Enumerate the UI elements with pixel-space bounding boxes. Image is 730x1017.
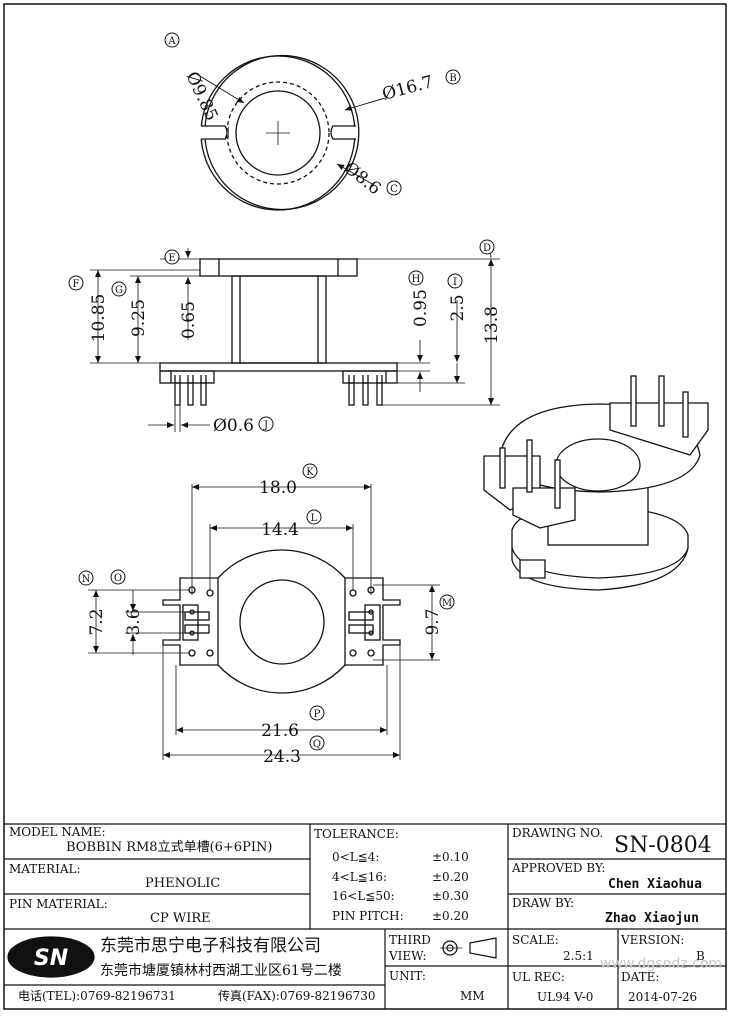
tolerance-range-3: 16<L≦50: — [332, 889, 395, 903]
date-label: DATE: — [621, 970, 659, 984]
draw-by: Zhao Xiaojun — [605, 911, 699, 926]
tolerance-range-1: 0<L≦4: — [332, 850, 379, 864]
drawing-no: SN-0804 — [614, 833, 712, 858]
sheet-border — [3, 3, 727, 1010]
tolerance-range-4: PIN PITCH: — [332, 909, 404, 923]
tolerance-value-3: ±0.30 — [432, 889, 469, 903]
top-view — [194, 54, 386, 211]
version: B — [696, 949, 705, 963]
dim-h: 0.95 — [411, 289, 431, 327]
drawing-no-label: DRAWING NO. — [512, 826, 603, 840]
reference-labels — [68, 32, 495, 751]
label-a: A — [167, 36, 176, 47]
isometric-view — [483, 375, 709, 591]
label-c: C — [390, 184, 398, 195]
material: PHENOLIC — [145, 876, 220, 891]
label-f: F — [73, 279, 80, 290]
third-view-label-2: VIEW: — [388, 949, 427, 963]
label-h: H — [412, 274, 421, 285]
dim-o: 3.6 — [124, 608, 144, 635]
approved-by: Chen Xiaohua — [608, 877, 702, 892]
tolerance-value-2: ±0.20 — [432, 870, 469, 884]
dim-e: 0.65 — [179, 301, 199, 339]
label-k: K — [306, 467, 314, 478]
pin-material-label: PIN MATERIAL: — [9, 897, 108, 911]
scale-label: SCALE: — [512, 933, 559, 947]
draw-by-label: DRAW BY: — [512, 896, 574, 910]
dim-n: 7.2 — [87, 608, 107, 635]
date: 2014-07-26 — [628, 990, 697, 1004]
dim-g: 9.25 — [129, 299, 149, 337]
pin-material: CP WIRE — [150, 911, 211, 926]
model-name-label: MODEL NAME: — [9, 825, 106, 839]
dim-i: 2.5 — [448, 294, 468, 321]
label-l: L — [311, 513, 318, 524]
dim-f: 10.85 — [89, 294, 109, 343]
label-d: D — [483, 243, 491, 254]
model-name: BOBBIN RM8立式单槽(6+6PIN) — [66, 840, 272, 855]
company-logo: SN — [34, 946, 68, 971]
company-address: 东莞市塘厦镇林村西湖工业区61号二楼 — [100, 962, 342, 979]
watermark: www.dgsndz.com — [600, 956, 722, 972]
dim-m: 9.7 — [423, 608, 443, 635]
side-view — [90, 247, 500, 432]
company-name: 东莞市思宁电子科技有限公司 — [100, 936, 321, 956]
version-label: VERSION: — [620, 933, 684, 947]
unit-label: UNIT: — [389, 969, 426, 983]
dim-p: 21.6 — [261, 721, 299, 741]
ul-rec: UL94 V-0 — [537, 990, 593, 1004]
dim-q: 24.3 — [263, 747, 301, 767]
tolerance-value-1: ±0.10 — [432, 850, 469, 864]
dim-j: Ø0.6 — [213, 416, 254, 436]
company-tel: 电话(TEL):0769-82196731 — [18, 989, 176, 1003]
bottom-view — [88, 484, 440, 760]
tolerance-range-2: 4<L≦16: — [332, 870, 387, 884]
label-q: Q — [313, 739, 321, 750]
third-view-label-1: THIRD — [389, 933, 431, 947]
label-e: E — [168, 253, 175, 264]
label-n: N — [82, 574, 91, 585]
label-j: J — [263, 420, 268, 431]
label-i: I — [453, 277, 457, 288]
label-p: P — [314, 709, 321, 720]
label-g: G — [115, 285, 123, 296]
dim-b: Ø16.7 — [380, 72, 435, 105]
approved-by-label: APPROVED BY: — [511, 861, 605, 875]
unit: MM — [460, 989, 485, 1003]
tolerance-label: TOLERANCE: — [314, 827, 399, 841]
scale: 2.5:1 — [563, 949, 594, 963]
dim-l: 14.4 — [261, 520, 299, 540]
dim-c: Ø8.6 — [340, 158, 385, 199]
material-label: MATERIAL: — [9, 862, 81, 876]
company-fax: 传真(FAX):0769-82196730 — [218, 988, 376, 1003]
label-m: M — [442, 598, 452, 609]
label-o: O — [114, 573, 122, 584]
title-block — [4, 823, 726, 1009]
ul-rec-label: UL REC: — [512, 970, 565, 984]
dim-d: 13.8 — [482, 306, 502, 344]
label-b: B — [449, 73, 456, 84]
tolerance-value-4: ±0.20 — [432, 909, 469, 923]
dim-k: 18.0 — [259, 478, 297, 498]
